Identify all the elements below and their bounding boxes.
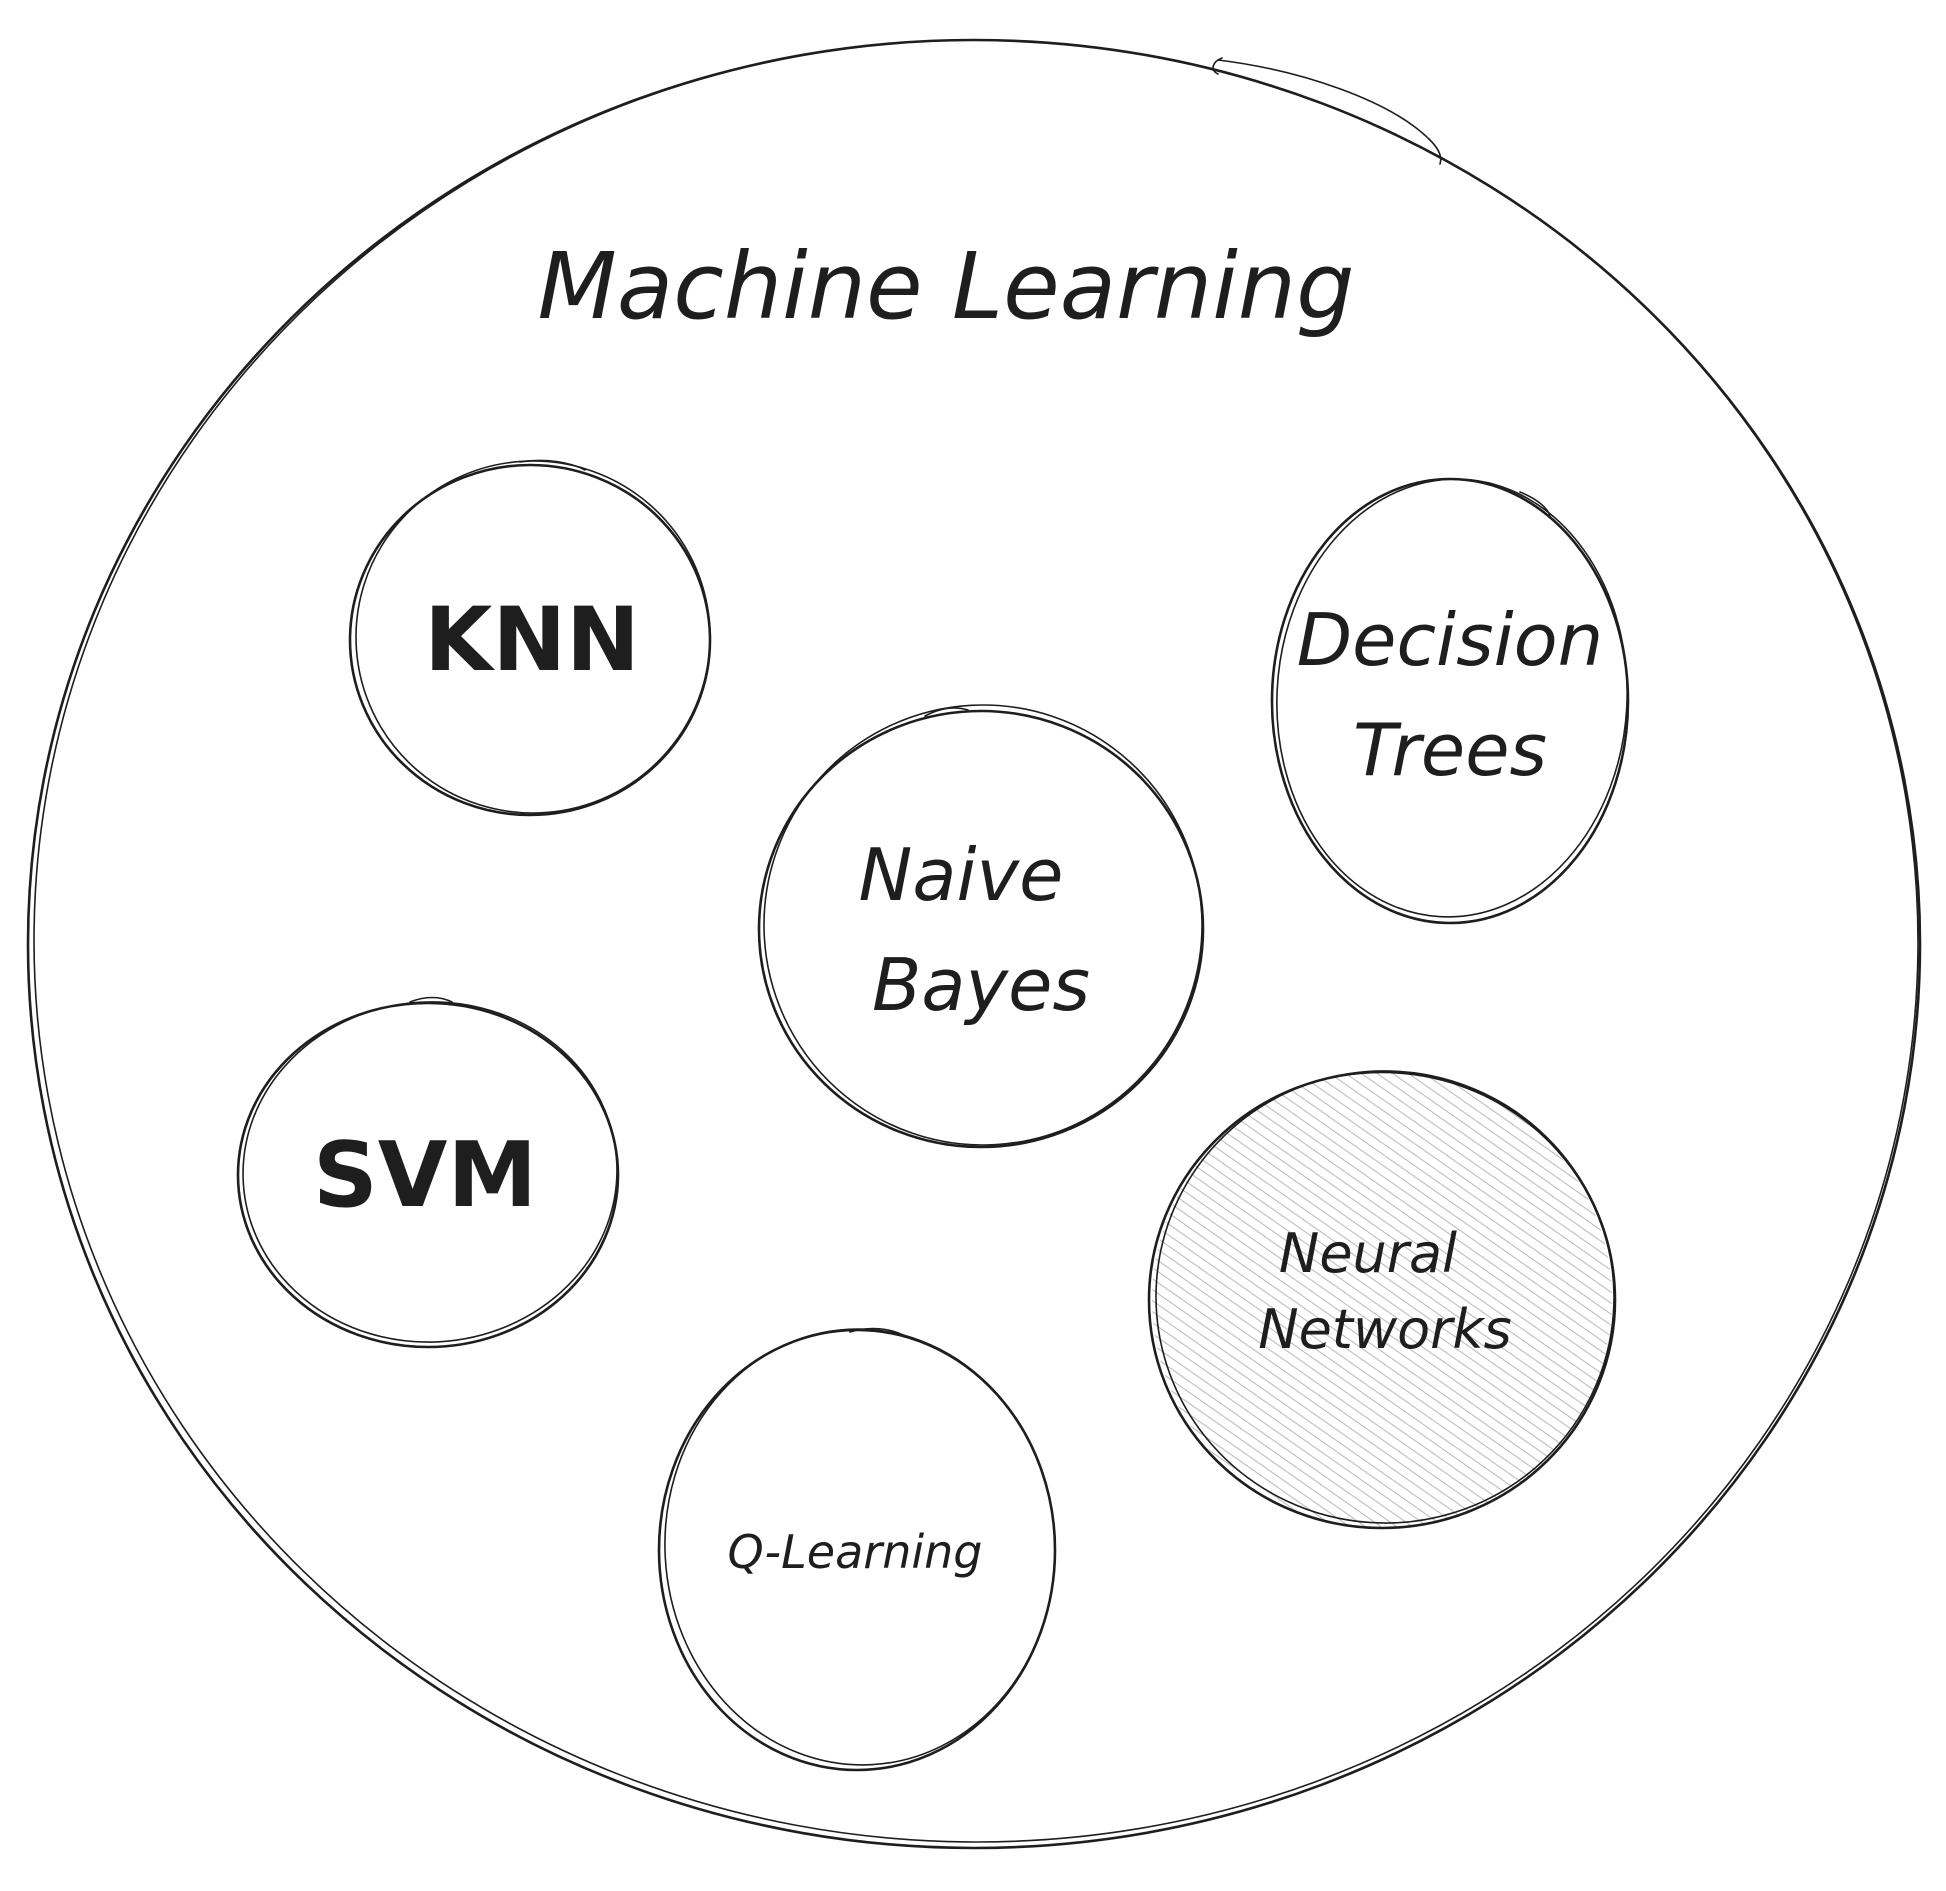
- circle-knn: [348, 459, 712, 817]
- circle-neural-networks: [1147, 1070, 1617, 1530]
- label-neural-networks-line1: Neural: [1279, 1222, 1457, 1285]
- circle-q-learning: [657, 1327, 1057, 1772]
- label-neural-networks-line2: Networks: [1258, 1298, 1512, 1361]
- label-decision-trees-line1: Decision: [1297, 598, 1604, 682]
- label-naive-bayes-line2: Bayes: [872, 943, 1090, 1027]
- outer-circle-machine-learning: [26, 38, 1922, 1850]
- circle-naive-bayes: [757, 704, 1205, 1149]
- label-decision-trees-line2: Trees: [1353, 708, 1547, 792]
- circle-svm: [236, 996, 620, 1349]
- diagram-title: Machine Learning: [538, 233, 1355, 340]
- circle-decision-trees: [1270, 477, 1630, 925]
- label-svm: SVM: [313, 1123, 537, 1228]
- label-knn: KNN: [424, 588, 640, 691]
- label-naive-bayes-line1: Naive: [859, 833, 1064, 917]
- label-q-learning: Q-Learning: [728, 1525, 983, 1579]
